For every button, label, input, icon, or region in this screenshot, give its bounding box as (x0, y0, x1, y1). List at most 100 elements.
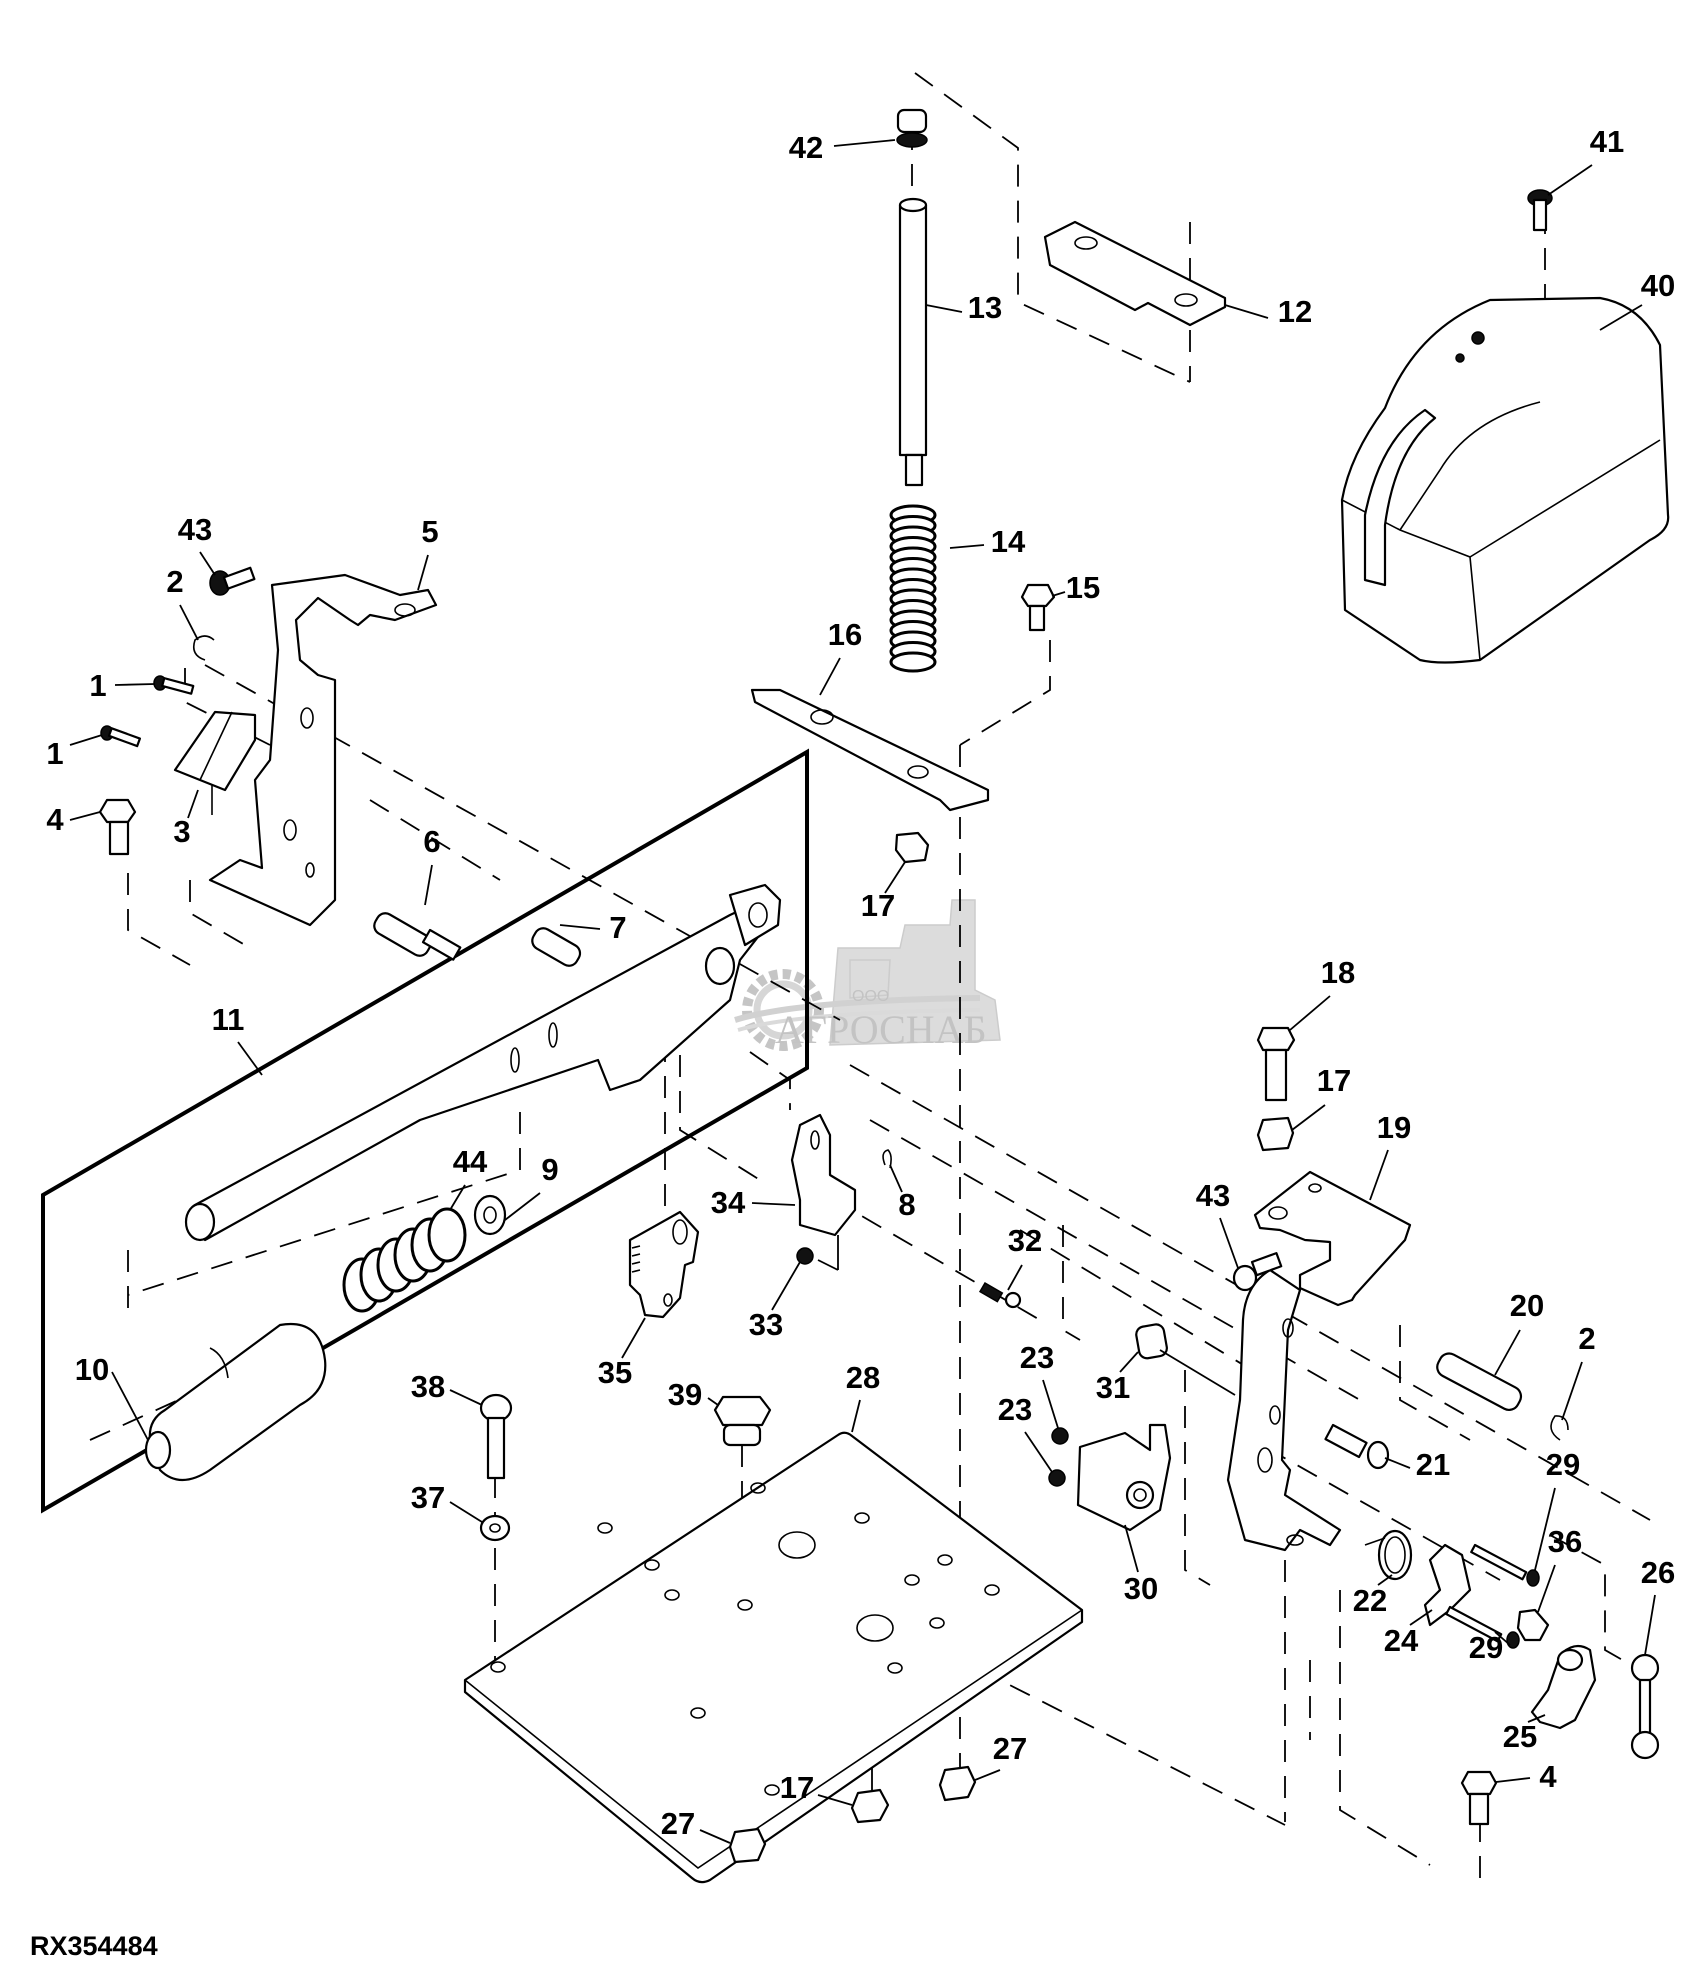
part-14-spring[interactable] (889, 504, 937, 673)
callout-22[interactable]: 22 (1353, 1574, 1393, 1618)
callout-7[interactable]: 7 (559, 910, 627, 945)
callout-21[interactable]: 21 (1384, 1447, 1450, 1482)
callout-17[interactable]: 17 (1291, 1063, 1351, 1131)
callout-33[interactable]: 33 (749, 1261, 801, 1342)
part-19-bracket[interactable] (1253, 1170, 1412, 1307)
callout-23[interactable]: 23 (998, 1392, 1053, 1473)
part-7-bushing[interactable] (529, 925, 583, 969)
part-39-plug[interactable] (713, 1395, 772, 1447)
callout-20[interactable]: 20 (1494, 1288, 1544, 1376)
callout-8[interactable]: 8 (889, 1164, 916, 1222)
part-3-switch[interactable] (173, 710, 257, 815)
callout-17[interactable]: 17 (780, 1770, 853, 1806)
part-31-spacer[interactable] (1135, 1323, 1236, 1396)
part-4-cap-screw-left[interactable] (98, 798, 137, 856)
part-2-retaining-ring-right[interactable] (1550, 1415, 1569, 1441)
part-40-cover[interactable] (1340, 296, 1670, 664)
part-2-retaining-ring-left[interactable] (192, 635, 215, 661)
part-11-lever[interactable] (184, 883, 782, 1242)
part-34-latch[interactable] (790, 1113, 857, 1271)
part-33-nut[interactable] (796, 1247, 814, 1265)
part-17-nut-right[interactable] (1256, 1116, 1295, 1152)
part-17-nut-bottom[interactable] (850, 1788, 890, 1824)
part-13-rod[interactable] (898, 197, 928, 487)
callout-28[interactable]: 28 (846, 1360, 880, 1433)
part-37-washer[interactable] (479, 1514, 511, 1542)
callout-38[interactable]: 38 (411, 1369, 483, 1406)
callout-17[interactable]: 17 (861, 861, 906, 923)
callout-26[interactable]: 26 (1641, 1555, 1675, 1656)
callout-4[interactable]: 4 (1495, 1759, 1557, 1794)
callout-39[interactable]: 39 (668, 1377, 719, 1412)
part-43-flange-bolt-left[interactable] (209, 566, 256, 596)
part-36-nut[interactable] (1516, 1608, 1550, 1642)
part-5-bracket[interactable] (208, 573, 438, 927)
callout-14[interactable]: 14 (949, 524, 1026, 559)
callout-27[interactable]: 27 (661, 1806, 731, 1844)
callout-43[interactable]: 43 (1196, 1178, 1239, 1269)
callout-27[interactable]: 27 (974, 1731, 1027, 1781)
part-30-potentiometer[interactable] (1076, 1423, 1172, 1532)
callout-15[interactable]: 15 (1051, 570, 1100, 605)
part-1-screw-lower[interactable] (100, 725, 142, 748)
callout-32[interactable]: 32 (1007, 1223, 1042, 1291)
part-44-spring[interactable] (342, 1207, 467, 1313)
callout-10[interactable]: 10 (75, 1352, 149, 1441)
part-12-plate[interactable] (1043, 220, 1227, 327)
callout-35[interactable]: 35 (598, 1317, 646, 1390)
part-43-flange-bolt-right[interactable] (1232, 1252, 1283, 1292)
callout-13[interactable]: 13 (925, 290, 1002, 325)
part-15-flange-bolt[interactable] (1020, 583, 1056, 632)
callout-29[interactable]: 29 (1469, 1630, 1511, 1665)
part-41-screw[interactable] (1527, 189, 1553, 232)
part-23-nut-lower[interactable] (1048, 1469, 1066, 1487)
callout-11[interactable]: 11 (212, 1002, 263, 1076)
callout-36[interactable]: 36 (1537, 1524, 1582, 1613)
callout-9[interactable]: 9 (504, 1152, 559, 1221)
callout-44[interactable]: 44 (449, 1144, 488, 1211)
callout-42[interactable]: 42 (789, 130, 896, 165)
part-10-handle-grip[interactable] (144, 1322, 327, 1482)
part-38-cap-screw[interactable] (479, 1393, 513, 1480)
callout-37[interactable]: 37 (411, 1480, 483, 1523)
callout-40[interactable]: 40 (1599, 268, 1675, 331)
part-9-washer[interactable] (473, 1194, 507, 1236)
callout-23[interactable]: 23 (1020, 1340, 1059, 1429)
part-6-pin[interactable] (371, 910, 462, 961)
callout-3[interactable]: 3 (173, 789, 199, 849)
callout-2[interactable]: 2 (166, 564, 199, 641)
part-24-bracket-plate[interactable] (1226, 1268, 1342, 1552)
callout-19[interactable]: 19 (1369, 1110, 1411, 1201)
callout-25[interactable]: 25 (1503, 1714, 1546, 1754)
part-29-screw-upper[interactable] (1470, 1543, 1540, 1587)
callout-4[interactable]: 4 (46, 802, 101, 837)
part-1-screw-upper[interactable] (153, 675, 195, 695)
callout-34[interactable]: 34 (711, 1185, 796, 1220)
callout-30[interactable]: 30 (1124, 1524, 1158, 1606)
callout-18[interactable]: 18 (1289, 955, 1355, 1031)
callout-16[interactable]: 16 (819, 617, 862, 696)
callout-5[interactable]: 5 (417, 514, 439, 591)
part-21-cap-screw[interactable] (1324, 1423, 1390, 1470)
part-32-stud[interactable] (978, 1281, 1022, 1309)
callout-43[interactable]: 43 (178, 512, 216, 576)
callout-31[interactable]: 31 (1096, 1351, 1139, 1405)
callout-41[interactable]: 41 (1547, 124, 1624, 196)
part-27-nut-left[interactable] (728, 1827, 767, 1864)
part-26-link[interactable] (1630, 1653, 1660, 1760)
part-25-arm[interactable] (1530, 1644, 1597, 1730)
part-8-retaining-ring[interactable] (882, 1149, 892, 1169)
part-16-strap[interactable] (750, 688, 990, 812)
part-17-nut-top[interactable] (894, 831, 930, 864)
callout-29[interactable]: 29 (1534, 1447, 1580, 1571)
part-42-cap[interactable] (896, 108, 928, 148)
callout-1[interactable]: 1 (46, 734, 103, 771)
part-23-nut-upper[interactable] (1051, 1427, 1069, 1445)
part-20-pin[interactable] (1434, 1350, 1525, 1413)
part-18-cap-screw[interactable] (1256, 1026, 1296, 1102)
callout-2[interactable]: 2 (1561, 1321, 1596, 1421)
part-4-cap-screw-right[interactable] (1460, 1770, 1498, 1826)
part-35-cam[interactable] (628, 1210, 700, 1319)
callout-1[interactable]: 1 (89, 668, 156, 703)
part-22-torsion-spring[interactable] (1364, 1529, 1413, 1581)
